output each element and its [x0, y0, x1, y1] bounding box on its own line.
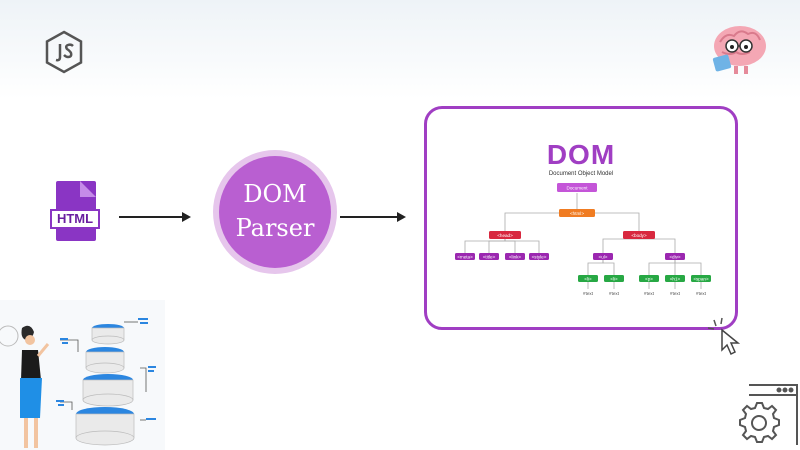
node-span-label: <span>: [693, 276, 709, 281]
node-li-1: [578, 275, 598, 282]
node-text-1: #text: [583, 291, 594, 296]
brain-mascot-icon: [712, 26, 766, 74]
dom-subtitle: Document Object Model: [548, 171, 614, 177]
dom-parser-circle: DOM Parser: [200, 150, 350, 274]
node-h1: [665, 275, 685, 282]
node-li-2: [604, 275, 624, 282]
node-p-label: <p>: [645, 276, 653, 281]
node-meta: [455, 253, 475, 260]
node-document-label: Document: [567, 186, 589, 191]
node-text-4: #text: [670, 291, 681, 296]
node-body-label: <body>: [631, 233, 647, 238]
node-title-label: <title>: [483, 254, 496, 259]
dom-tree-panel: DOM Document Object Model: [424, 106, 738, 330]
arrow-to-parser: [119, 216, 183, 218]
node-text-2: #text: [609, 291, 620, 296]
arrow-to-dom: [340, 216, 398, 218]
cursor-click-icon: [707, 317, 741, 356]
node-span: [691, 275, 711, 282]
arrow-head-icon: [397, 212, 406, 222]
node-head: [489, 231, 521, 239]
node-link-label: <link>: [509, 254, 522, 259]
html-file-icon: HTML: [50, 181, 106, 243]
gear-settings-icon: [739, 384, 798, 445]
node-ul-label: <ul>: [599, 254, 608, 259]
node-li-2-label: <li>: [610, 276, 618, 281]
node-style: [529, 253, 549, 260]
nodejs-logo-icon: [45, 30, 83, 74]
node-head-label: <head>: [497, 233, 513, 238]
node-document: [557, 183, 597, 192]
parser-label-line2: Parser: [235, 214, 315, 242]
node-h1-label: <h1>: [670, 276, 681, 281]
node-title: [479, 253, 499, 260]
parser-label-line1: DOM: [243, 180, 307, 208]
node-li-1-label: <li>: [584, 276, 592, 281]
dom-tree-diagram: Document <html> <head> <body> <meta> <ti…: [455, 183, 711, 296]
node-text-3: #text: [644, 291, 655, 296]
node-style-label: <style>: [532, 254, 547, 259]
node-div-label: <div>: [669, 254, 681, 259]
dom-title: DOM: [546, 139, 616, 170]
node-html-label: <html>: [570, 211, 584, 216]
node-body: [623, 231, 655, 239]
node-ul: [593, 253, 613, 260]
database-illustration: [0, 300, 165, 450]
node-link: [505, 253, 525, 260]
html-file-label: HTML: [50, 209, 100, 229]
node-text-5: #text: [696, 291, 707, 296]
node-p: [639, 275, 659, 282]
node-html: [559, 209, 595, 217]
node-meta-label: <meta>: [457, 254, 473, 259]
node-div: [665, 253, 685, 260]
arrow-head-icon: [182, 212, 191, 222]
